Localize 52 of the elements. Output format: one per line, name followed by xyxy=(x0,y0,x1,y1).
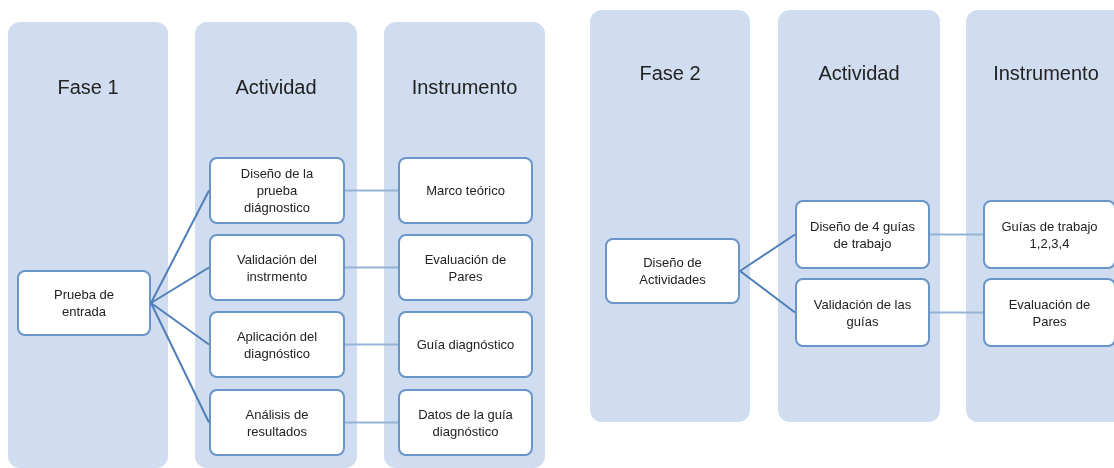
connector-line xyxy=(150,266,210,304)
column-panel xyxy=(778,10,940,422)
box-text: Análisis de resultados xyxy=(244,405,310,440)
connector-line xyxy=(344,421,399,424)
connector-line xyxy=(150,302,210,346)
process-box xyxy=(398,389,533,456)
process-box xyxy=(398,311,533,378)
connector-line xyxy=(929,233,984,236)
connector-line xyxy=(344,189,399,192)
box-text: Evaluación de Pares xyxy=(423,250,508,285)
column-heading: Instrumento xyxy=(410,75,519,100)
column-heading: Instrumento xyxy=(992,61,1100,86)
box-text: Datos de la guía diagnóstico xyxy=(417,405,514,440)
process-box xyxy=(209,311,345,378)
process-box xyxy=(209,389,345,456)
process-box xyxy=(605,238,740,304)
connector-line xyxy=(150,302,210,424)
box-text: Marco teórico xyxy=(426,182,505,199)
box-text: Guías de trabajo 1,2,3,4 xyxy=(1000,217,1099,252)
connector-line xyxy=(929,311,984,314)
column-panel xyxy=(8,22,168,468)
process-box xyxy=(398,234,533,301)
connector-line xyxy=(344,266,399,269)
column-panel xyxy=(384,22,545,468)
box-text: Validación del instrmento xyxy=(236,250,318,285)
connector-line xyxy=(344,343,399,346)
column-heading: Actividad xyxy=(234,75,318,100)
column-panel xyxy=(195,22,357,468)
box-text: Prueba de entrada xyxy=(53,286,115,320)
column-panel xyxy=(590,10,750,422)
column-heading: Fase 2 xyxy=(638,61,702,86)
process-box xyxy=(398,157,533,224)
process-box xyxy=(983,200,1114,269)
process-box xyxy=(209,234,345,301)
box-text: Guía diagnóstico xyxy=(416,336,515,353)
box-text: Diseño de la prueba diágnostico xyxy=(239,165,315,216)
connector-line xyxy=(739,270,796,314)
connector-line xyxy=(739,233,796,272)
process-box xyxy=(209,157,345,224)
column-heading: Fase 1 xyxy=(56,75,120,100)
box-text: Diseño de 4 guías de trabajo xyxy=(809,217,916,252)
process-box xyxy=(983,278,1114,347)
process-box xyxy=(795,200,930,269)
connector-line xyxy=(150,189,210,304)
process-box xyxy=(795,278,930,347)
column-heading: Actividad xyxy=(817,61,901,86)
box-text: Validación de las guías xyxy=(812,295,913,330)
column-panel xyxy=(966,10,1114,422)
box-text: Aplicación del diagnóstico xyxy=(235,327,319,362)
process-box xyxy=(17,270,151,336)
box-text: Evaluación de Pares xyxy=(1007,295,1092,330)
box-text: Diseño de Actividades xyxy=(638,254,707,288)
